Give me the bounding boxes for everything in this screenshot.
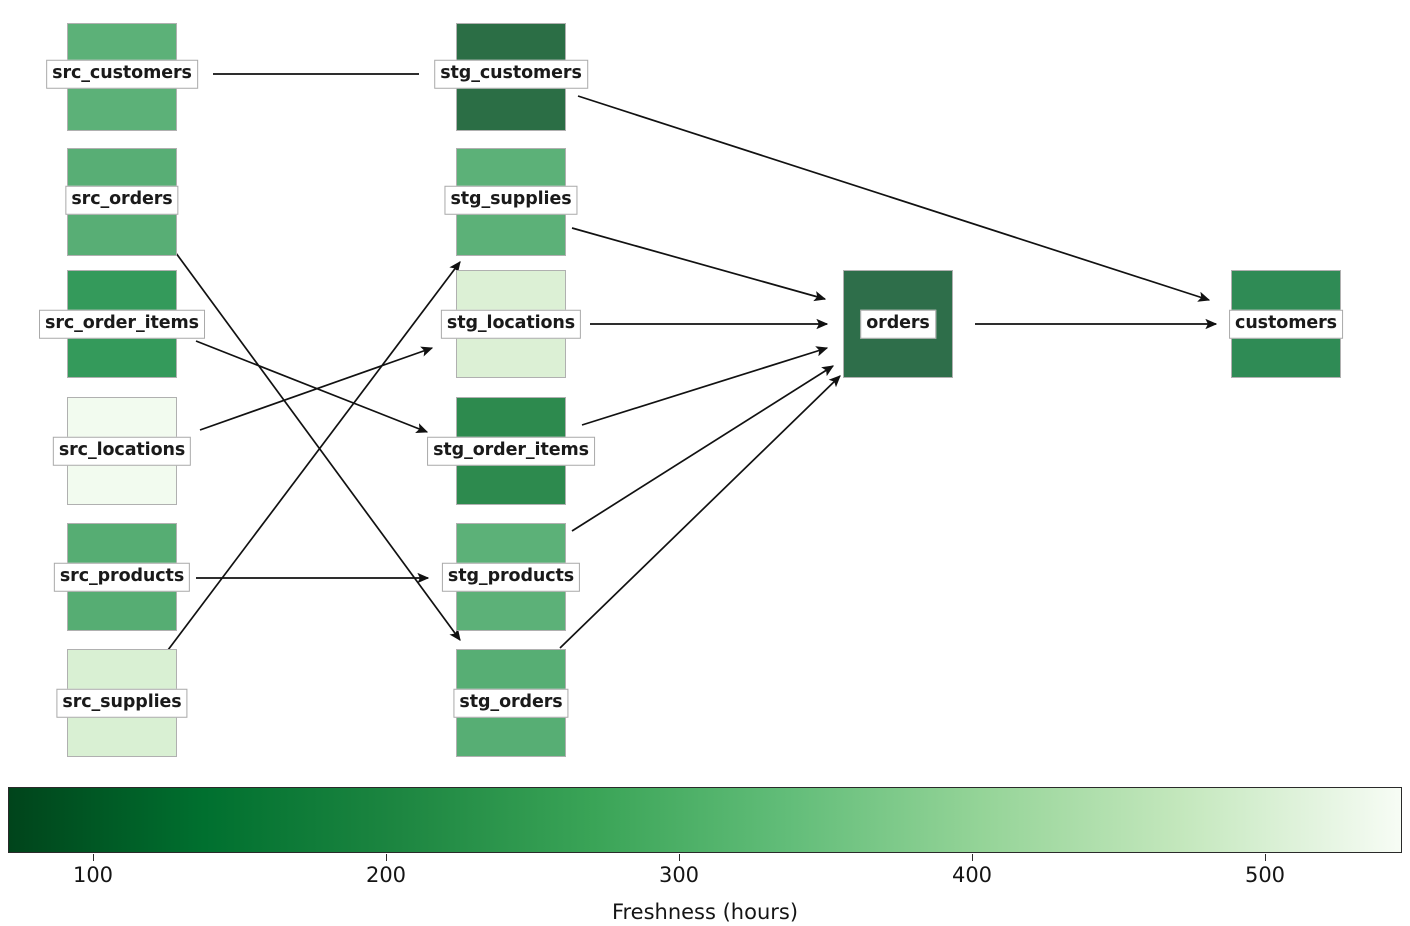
colorbar-axis-title: Freshness (hours) [611, 900, 799, 924]
colorbar-ticklabel-100: 100 [72, 863, 114, 887]
edge-stg_orders-orders [559, 375, 841, 649]
edge-layer [167, 73, 1218, 651]
node-label-src_products[interactable]: src_products [53, 562, 191, 592]
colorbar-tick-500 [1265, 854, 1266, 861]
node-label-src_locations[interactable]: src_locations [52, 436, 192, 466]
node-label-stg_order_items[interactable]: stg_order_items [427, 436, 595, 466]
lineage-graph: src_customers src_orders src_order_items… [39, 23, 1343, 757]
node-label-src_customers[interactable]: src_customers [46, 59, 198, 89]
edge-src_supplies-stg_supplies [167, 261, 461, 651]
colorbar-ticklabel-400: 400 [951, 863, 993, 887]
edge-stg_supplies-orders [571, 227, 827, 302]
edge-src_orders-stg_orders [172, 248, 461, 641]
node-label-src_supplies[interactable]: src_supplies [56, 688, 188, 718]
colorbar-container: 100 200 300 400 500 Freshness (hours) [8, 787, 1402, 924]
node-label-src_order_items[interactable]: src_order_items [39, 309, 205, 339]
colorbar-tick-400 [972, 854, 973, 861]
node-label-stg_orders[interactable]: stg_orders [453, 688, 569, 718]
node-label-src_orders[interactable]: src_orders [65, 185, 179, 215]
colorbar-ticklabel-500: 500 [1244, 863, 1286, 887]
node-label-customers[interactable]: customers [1229, 309, 1343, 339]
node-label-stg_supplies[interactable]: stg_supplies [444, 185, 578, 215]
edge-src_order_items-stg_order_items-line [195, 340, 429, 433]
node-label-stg_locations[interactable]: stg_locations [440, 309, 582, 339]
edge-stg_order_items-orders [581, 346, 829, 426]
edge-stg_customers-customers [577, 95, 1211, 302]
node-label-stg_products[interactable]: stg_products [441, 562, 581, 592]
colorbar-tick-200 [386, 854, 387, 861]
colorbar-tick-100 [93, 854, 94, 861]
node-label-stg_customers[interactable]: stg_customers [434, 59, 588, 89]
colorbar-ticklabel-300: 300 [658, 863, 700, 887]
colorbar-ticklabel-200: 200 [365, 863, 407, 887]
colorbar-gradient: 100 200 300 400 500 [8, 787, 1402, 887]
edge-src_locations-stg_locations [199, 346, 434, 431]
node-label-orders[interactable]: orders [860, 309, 936, 339]
colorbar-tick-300 [679, 854, 680, 861]
edge-stg_products-orders [571, 365, 835, 532]
